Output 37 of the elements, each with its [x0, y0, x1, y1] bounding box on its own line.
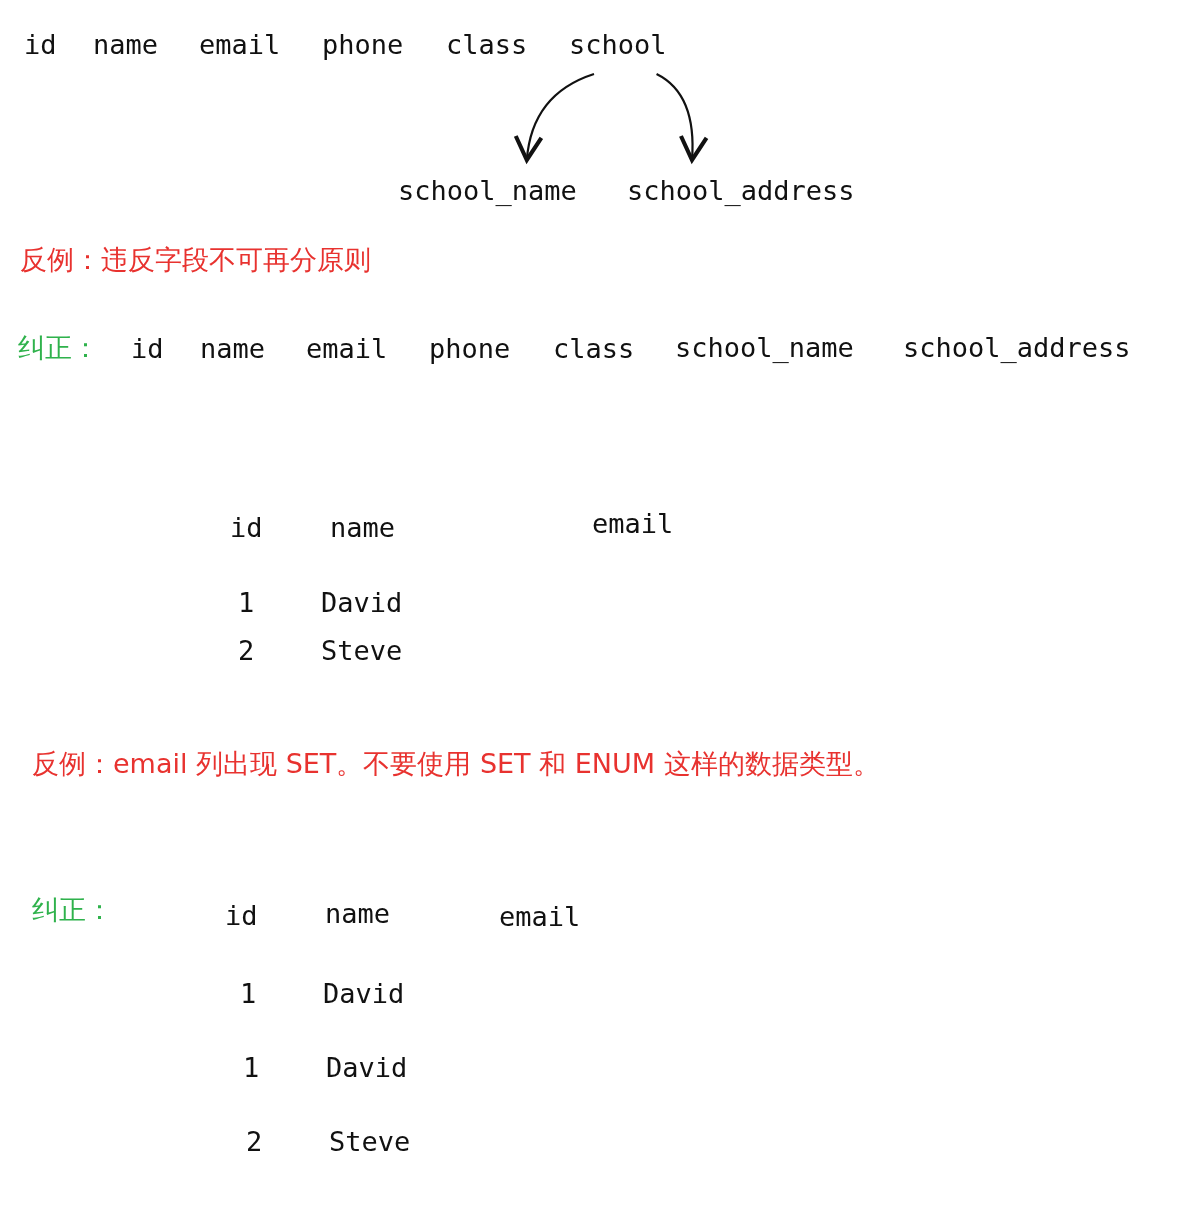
field-name: school_address: [627, 174, 855, 208]
arrow: [656, 73, 708, 163]
field-name: school: [569, 28, 667, 62]
table-cell: David: [326, 1051, 408, 1085]
field-name: school_address: [903, 331, 1131, 365]
field-name: school_name: [675, 331, 854, 365]
table-cell: Steve: [321, 634, 403, 668]
table-cell: 2: [238, 634, 255, 668]
column-header: name: [330, 511, 396, 545]
table-cell: 2: [246, 1125, 263, 1159]
field-name: phone: [429, 332, 511, 366]
field-name: school_name: [398, 174, 577, 208]
field-name: class: [446, 28, 528, 62]
field-name: name: [93, 28, 159, 62]
column-header: name: [325, 897, 391, 931]
table-cell: 1: [240, 977, 257, 1011]
field-name: name: [200, 332, 266, 366]
table-cell: 1: [238, 586, 255, 620]
column-header: id: [230, 511, 263, 545]
column-header: email: [499, 900, 581, 934]
field-name: email: [306, 332, 388, 366]
warning-note: 反例：违反字段不可再分原则: [20, 243, 371, 277]
column-header: email: [592, 507, 674, 541]
table-cell: David: [321, 586, 403, 620]
field-name: id: [24, 28, 57, 62]
table-cell: Steve: [329, 1125, 411, 1159]
field-name: phone: [322, 28, 404, 62]
arrow: [514, 72, 595, 163]
table-cell: David: [323, 977, 405, 1011]
field-name: id: [131, 332, 164, 366]
field-name: email: [199, 28, 281, 62]
correction-label: 纠正：: [32, 893, 113, 927]
field-name: class: [553, 332, 635, 366]
column-header: id: [225, 899, 258, 933]
correction-label: 纠正：: [18, 331, 99, 365]
warning-note: 反例：email 列出现 SET。不要使用 SET 和 ENUM 这样的数据类型。: [32, 747, 881, 781]
table-cell: 1: [243, 1051, 260, 1085]
